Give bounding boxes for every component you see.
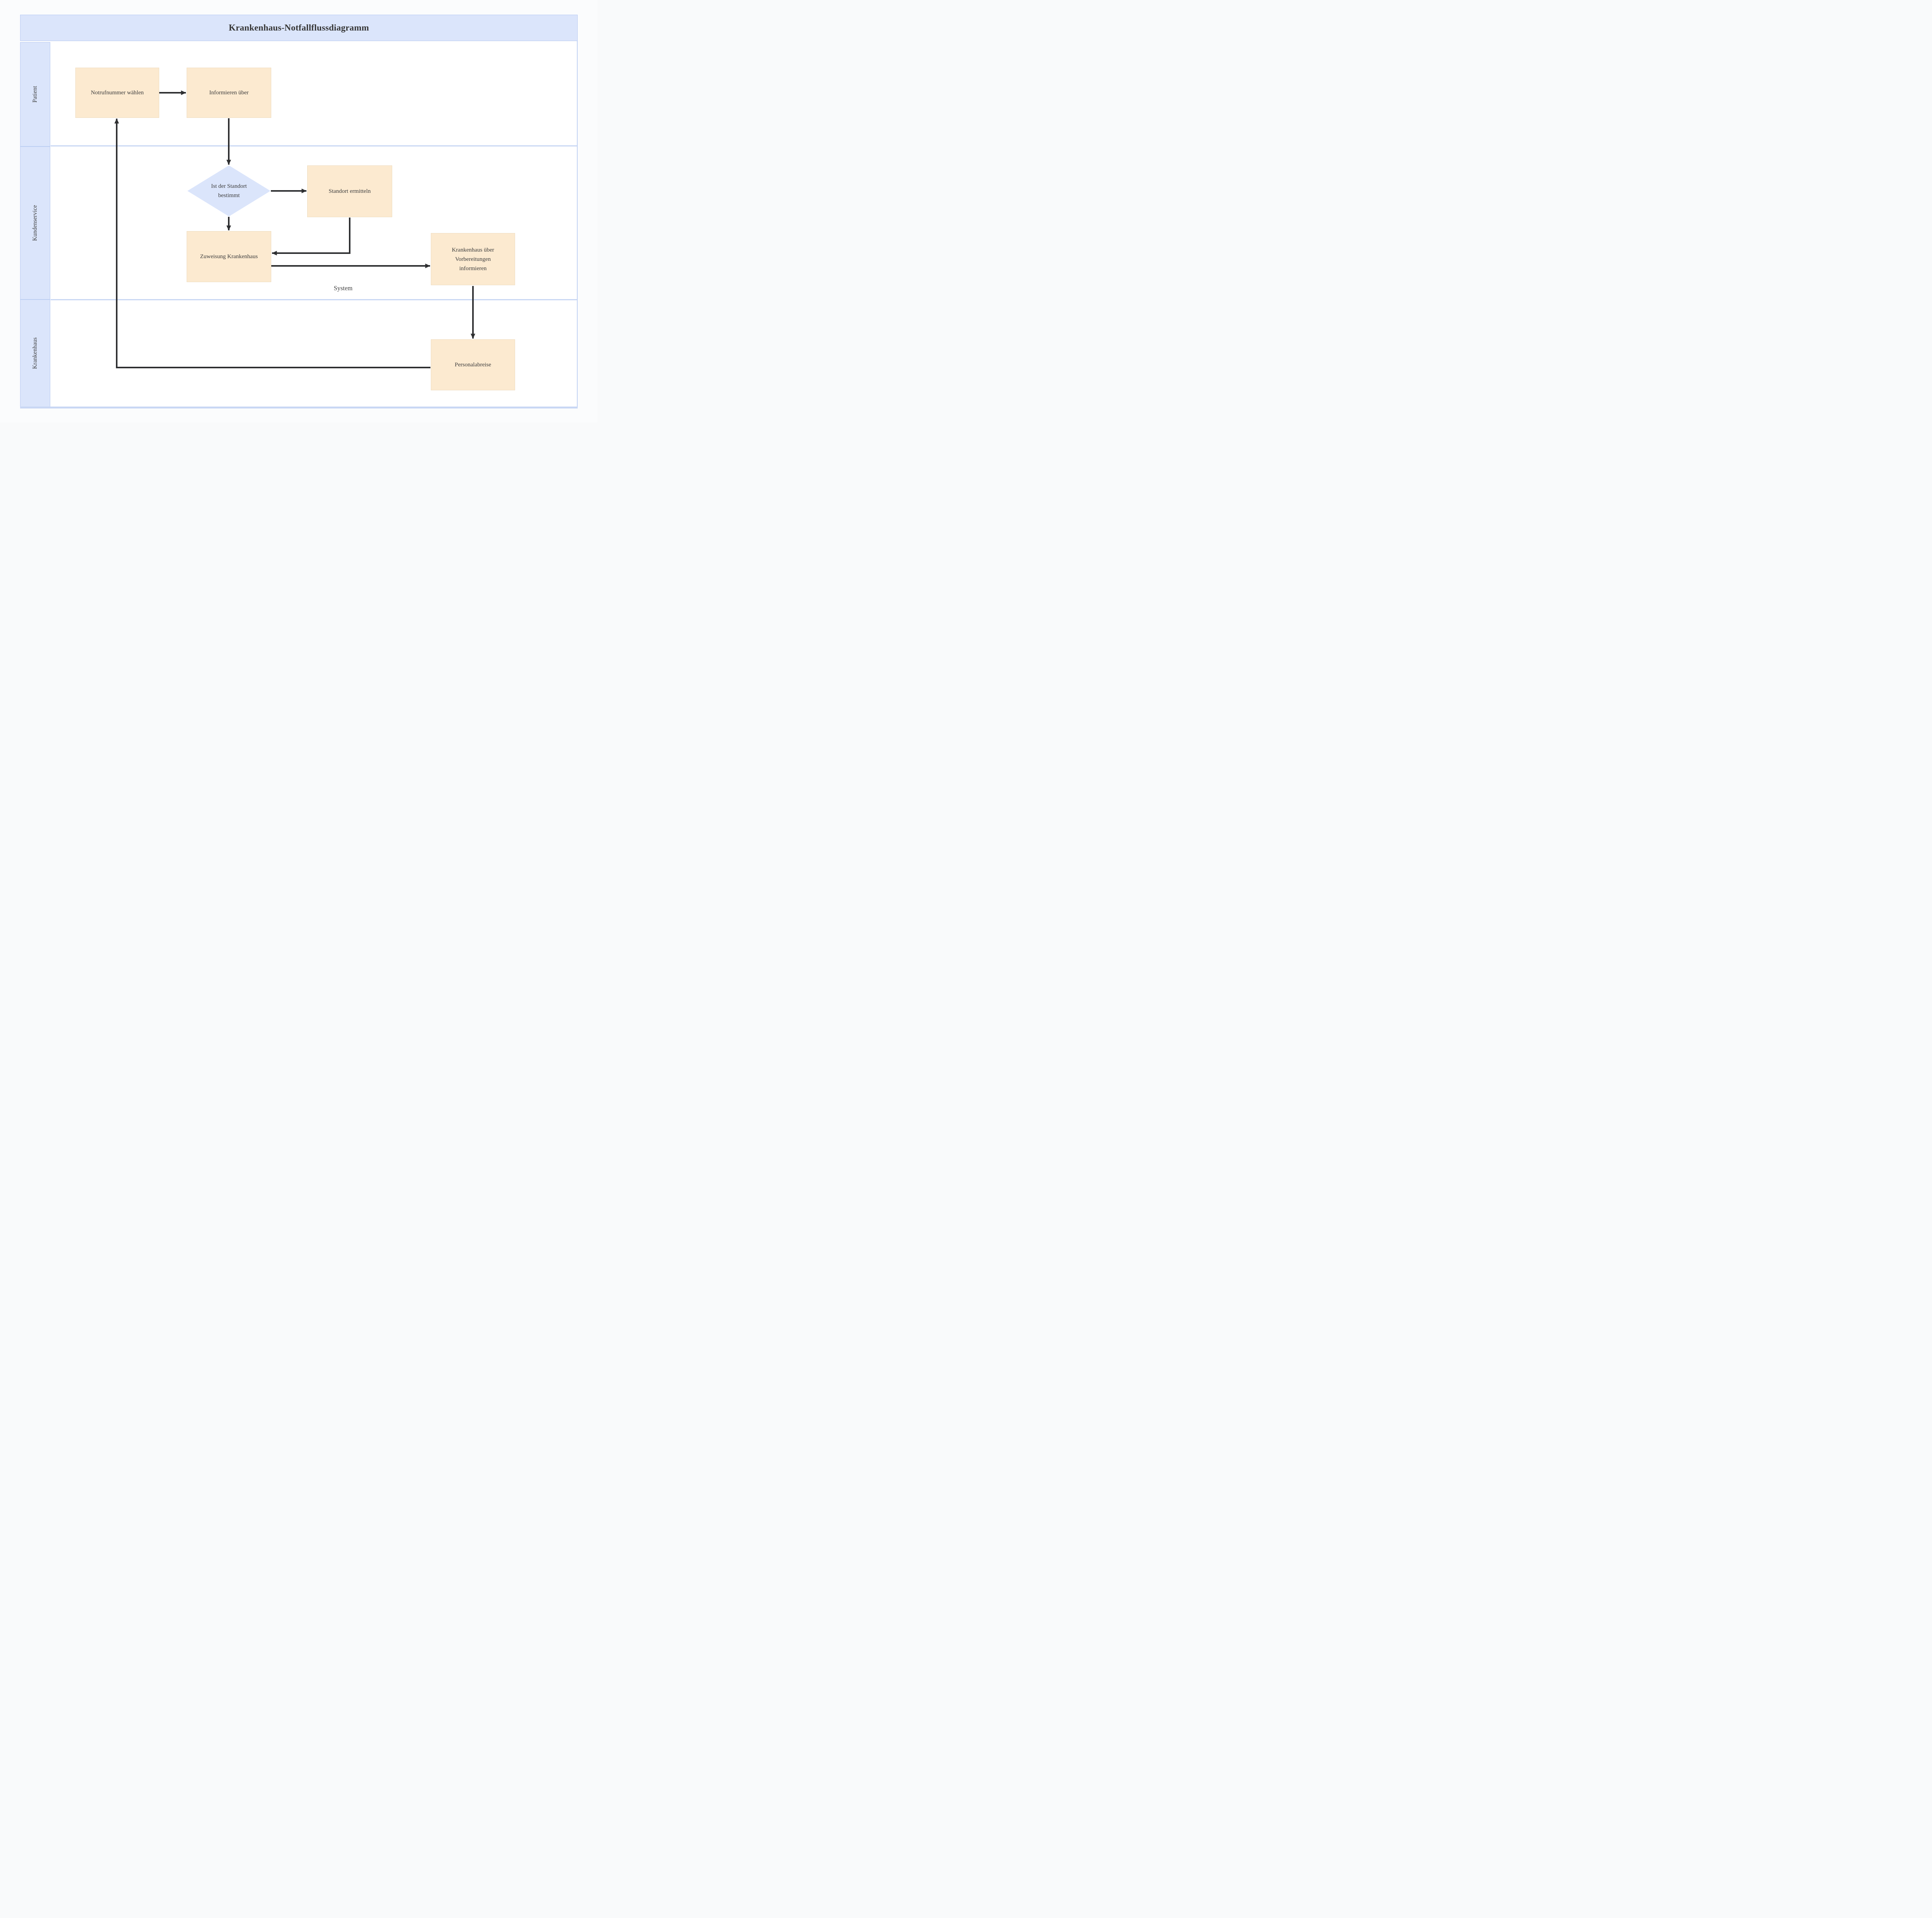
node-personalabreise: Personalabreise [431,339,515,390]
pool-right-border [577,41,578,407]
node-zuweisung-krankenhaus: Zuweisung Krankenhaus [187,231,271,282]
node-label: Personalabreise [454,362,492,368]
lane-label-text: Kundenservice [32,205,38,241]
node-label: Informieren über [209,90,249,96]
pool-bottom-border [20,407,578,408]
node-label: Krankenhaus über Vorbereitungen informie… [452,247,494,272]
flowchart-canvas: Krankenhaus-Notfallflussdiagramm Patient… [0,0,597,422]
node-notrufnummer-waehlen: Notrufnummer wählen [75,68,159,118]
node-label: Standort ermitteln [328,188,371,194]
lane-label-kundenservice: Kundenservice [20,146,50,300]
lane-divider [51,299,577,300]
node-label: Zuweisung Krankenhaus [200,254,258,260]
lane-label-text: Krankenhaus [32,337,38,369]
lane-label-patient: Patient [20,43,50,146]
node-informieren-ueber: Informieren über [187,68,271,118]
node-label: Notrufnummer wählen [90,90,144,96]
system-label: System [333,284,353,292]
lane-label-text: Patient [32,86,38,103]
diagram-title: Krankenhaus-Notfallflussdiagramm [229,23,369,32]
node-krankenhaus-informieren: Krankenhaus über Vorbereitungen informie… [431,233,515,285]
pool-title-bar: Krankenhaus-Notfallflussdiagramm [20,15,578,41]
lane-label-column: Patient Kundenservice Krankenhaus [20,42,50,407]
lane-divider [51,145,577,146]
lane-label-krankenhaus: Krankenhaus [20,300,50,406]
node-label: Ist der Standort bestimmt [211,183,247,199]
node-standort-ermitteln: Standort ermitteln [307,165,392,217]
